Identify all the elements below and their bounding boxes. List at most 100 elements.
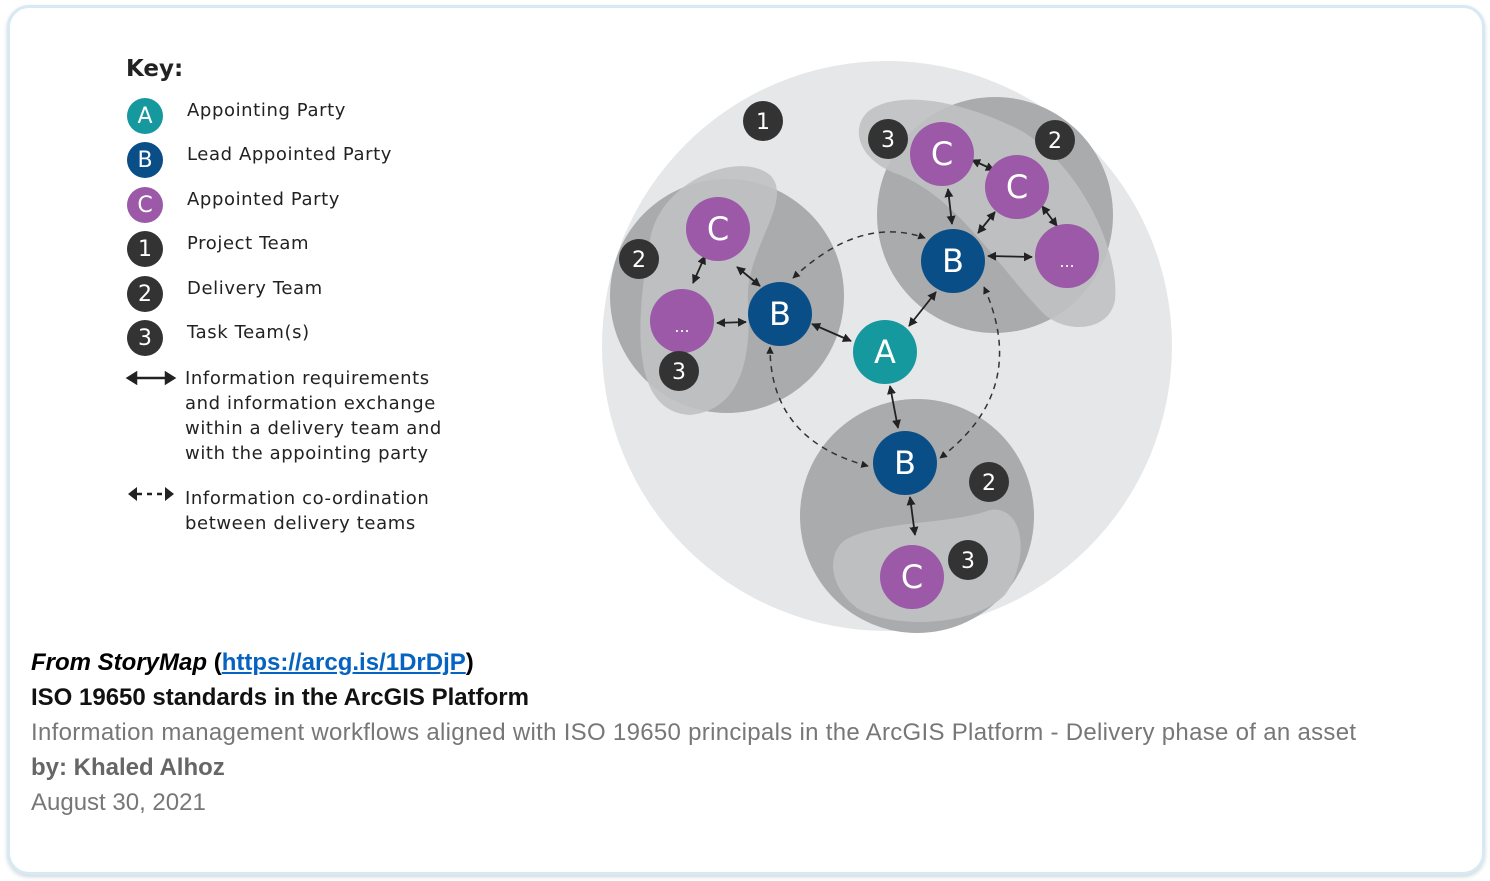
- exchange-arrow: [977, 211, 996, 234]
- legend-solid-arrow-label: and information exchange: [185, 393, 436, 414]
- coordination-arrow-left-right: [792, 231, 926, 279]
- appointed-party-node-circle: [910, 122, 974, 186]
- source-line: From StoryMap (https://arcg.is/1DrDjP): [31, 649, 474, 676]
- legend-label: Lead Appointed Party: [187, 144, 393, 165]
- legend-label: Delivery Team: [187, 278, 323, 299]
- exchange-arrow: [887, 385, 901, 429]
- task-team-marker: 3: [948, 540, 988, 580]
- appointed-party-node: ...: [1035, 224, 1099, 288]
- storymap-link[interactable]: https://arcg.is/1DrDjP: [221, 649, 466, 676]
- legend-badge-icon: A: [127, 98, 163, 134]
- project-team-marker-circle: [743, 101, 783, 141]
- legend-label: Task Team(s): [187, 322, 310, 343]
- appointed-party-node-circle: [686, 197, 750, 261]
- legend-item: 1 Project Team: [127, 231, 308, 267]
- delivery-team-marker: 2: [969, 462, 1009, 502]
- task-team-marker-label: 3: [961, 549, 975, 574]
- task-team-marker-label: 3: [672, 360, 686, 385]
- caption-description: Information management workflows aligned…: [31, 719, 1357, 746]
- delivery-team-marker: 2: [619, 239, 659, 279]
- lead-appointed-party-node-circle: [748, 282, 812, 346]
- lead-appointed-party-node-label: B: [894, 444, 916, 482]
- appointed-party-node-circle: [880, 545, 944, 609]
- legend-badge-icon: 1: [127, 231, 163, 267]
- appointed-party-node-label: C: [1006, 168, 1028, 206]
- legend: Key:: [126, 56, 183, 92]
- appointed-party-node-label: C: [901, 558, 923, 596]
- delivery-team-marker-circle: [619, 239, 659, 279]
- appointed-party-node: C: [880, 545, 944, 609]
- delivery-team-marker-circle: [969, 462, 1009, 502]
- legend-solid-arrow-label: with the appointing party: [185, 443, 429, 464]
- project-team-marker-label: 1: [756, 110, 770, 135]
- legend-item: A Appointing Party: [127, 98, 345, 134]
- source-prefix: From StoryMap: [31, 649, 208, 676]
- delivery-team-marker-label: 2: [632, 248, 646, 273]
- task-team-marker: 3: [659, 351, 699, 391]
- legend-label: Appointing Party: [187, 100, 346, 121]
- appointing-party-node: A: [853, 320, 917, 384]
- task-team-marker-circle: [948, 540, 988, 580]
- exchange-arrow: [692, 255, 706, 284]
- legend-dashed-arrow-label: between delivery teams: [185, 513, 416, 534]
- exchange-arrow: [944, 188, 956, 225]
- exchange-arrow: [908, 291, 937, 327]
- lead-appointed-party-node: B: [748, 282, 812, 346]
- lead-appointed-party-node-circle: [873, 431, 937, 495]
- task-team-marker-circle: [868, 119, 908, 159]
- legend-badge-icon: 3: [127, 320, 163, 356]
- legend-badge-icon: 2: [127, 276, 163, 312]
- delivery-team-marker: 2: [1035, 120, 1075, 160]
- caption-date: August 30, 2021: [31, 789, 206, 816]
- appointed-party-node: C: [910, 122, 974, 186]
- exchange-arrow: [736, 266, 761, 287]
- legend-dashed-arrow-label: Information co-ordination: [185, 488, 430, 509]
- coordination-arrow-right-bottom: [939, 286, 1001, 459]
- legend-item: B Lead Appointed Party: [127, 142, 391, 178]
- delivery-team-marker-label: 2: [982, 471, 996, 496]
- appointed-party-node-circle: [985, 155, 1049, 219]
- coordination-arrow-bottom-left: [766, 346, 869, 468]
- appointing-party-node-circle: [853, 320, 917, 384]
- delivery-team-marker-circle: [1035, 120, 1075, 160]
- lead-appointed-party-node-label: B: [769, 295, 791, 333]
- lead-appointed-party-node: B: [921, 229, 985, 293]
- exchange-arrow: [906, 496, 919, 536]
- lead-appointed-party-node-circle: [921, 229, 985, 293]
- lead-appointed-party-node: B: [873, 431, 937, 495]
- legend-badge-icon: B: [127, 142, 163, 178]
- appointed-party-node-label: C: [931, 135, 953, 173]
- legend-label: Project Team: [187, 233, 310, 254]
- task-team-marker-circle: [659, 351, 699, 391]
- appointed-party-node-label: ...: [674, 317, 689, 336]
- task-team-marker-label: 3: [881, 128, 895, 153]
- legend-solid-arrow-label: Information requirements: [185, 368, 430, 389]
- dashed-double-arrow-icon: [128, 487, 174, 501]
- appointed-party-node-circle: [1035, 224, 1099, 288]
- appointed-party-node: C: [686, 197, 750, 261]
- project-team-marker: 1: [743, 101, 783, 141]
- legend-solid-arrow-label: within a delivery team and: [185, 418, 442, 439]
- exchange-arrow: [716, 317, 747, 328]
- legend-item: 3 Task Team(s): [127, 320, 309, 356]
- appointed-party-node-label: ...: [1059, 252, 1074, 271]
- caption-author: by: Khaled Alhoz: [31, 754, 225, 781]
- legend-badge-icon: C: [127, 187, 163, 223]
- appointed-party-node: ...: [650, 289, 714, 353]
- appointed-party-node-label: C: [707, 210, 729, 248]
- task-team-marker: 3: [868, 119, 908, 159]
- exchange-arrow: [1041, 205, 1058, 227]
- legend-title: Key:: [126, 56, 184, 82]
- lead-appointed-party-node-label: B: [942, 242, 964, 280]
- exchange-arrow: [987, 251, 1033, 262]
- exchange-arrow: [971, 159, 995, 171]
- delivery-team-marker-label: 2: [1048, 129, 1062, 154]
- appointing-party-node-label: A: [874, 333, 896, 371]
- exchange-arrow: [811, 323, 852, 342]
- legend-item: 2 Delivery Team: [127, 276, 322, 312]
- appointed-party-node: C: [985, 155, 1049, 219]
- appointed-party-node-circle: [650, 289, 714, 353]
- solid-double-arrow-icon: [125, 370, 177, 386]
